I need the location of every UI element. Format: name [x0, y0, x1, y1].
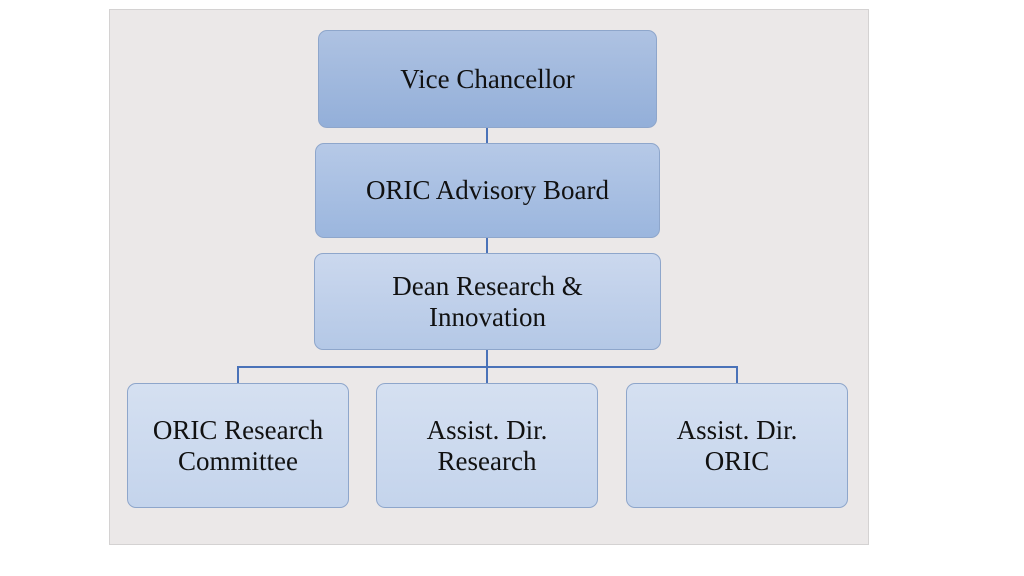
node-vice-chancellor: Vice Chancellor: [318, 30, 657, 128]
node-assist-dir-research: Assist. Dir. Research: [376, 383, 598, 508]
node-oric-research-committee: ORIC Research Committee: [127, 383, 349, 508]
node-dean-research-innovation: Dean Research & Innovation: [314, 253, 661, 350]
node-assist-dir-oric: Assist. Dir. ORIC: [626, 383, 848, 508]
node-oric-advisory-board: ORIC Advisory Board: [315, 143, 660, 238]
